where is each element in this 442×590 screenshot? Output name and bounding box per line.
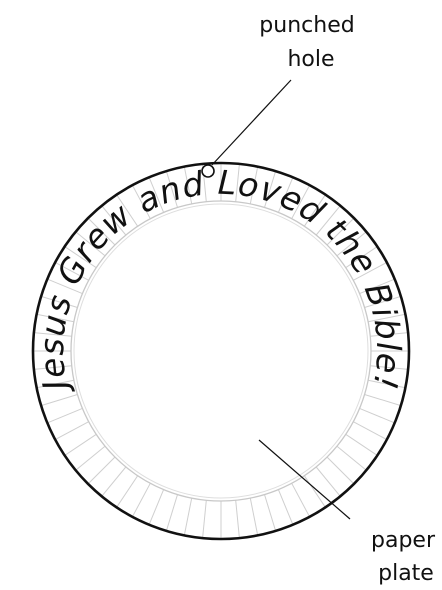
plate-rib	[265, 495, 276, 531]
paper-plate-label-line1: paper	[371, 528, 436, 553]
plate-rib	[353, 422, 387, 440]
plate-rib	[88, 457, 115, 484]
plate-rib	[55, 422, 88, 440]
plate-rib	[360, 408, 395, 423]
punched-hole-label-line1: punched	[259, 13, 354, 38]
plate-rib	[346, 434, 378, 455]
plate-rib	[304, 476, 325, 508]
plate-rib	[327, 457, 354, 484]
plate-rib	[292, 483, 310, 517]
plate-rib	[76, 446, 105, 470]
punched-hole-label-line2: hole	[287, 47, 334, 72]
paper-plate-label-line2: plate	[378, 561, 434, 586]
punched-hole	[202, 165, 214, 177]
plate-rib	[365, 395, 401, 406]
punched-hole-leader-line	[212, 80, 291, 165]
plate-rib	[278, 490, 293, 525]
plate-rib	[47, 408, 82, 423]
plate-rib	[166, 495, 177, 531]
plate-rib	[65, 434, 97, 455]
plate-inner-ring	[71, 201, 371, 501]
plate-rib	[316, 467, 340, 496]
plate-rib	[203, 500, 207, 538]
plate-rib	[184, 498, 191, 535]
plate-rib	[337, 446, 366, 470]
plate-rib	[41, 395, 77, 406]
plate-rib	[250, 498, 257, 535]
plate-rib	[117, 476, 138, 508]
plate-rib	[102, 467, 126, 496]
plate-rib	[236, 500, 240, 538]
plate-rib	[149, 490, 164, 525]
plate-rib	[132, 483, 150, 517]
